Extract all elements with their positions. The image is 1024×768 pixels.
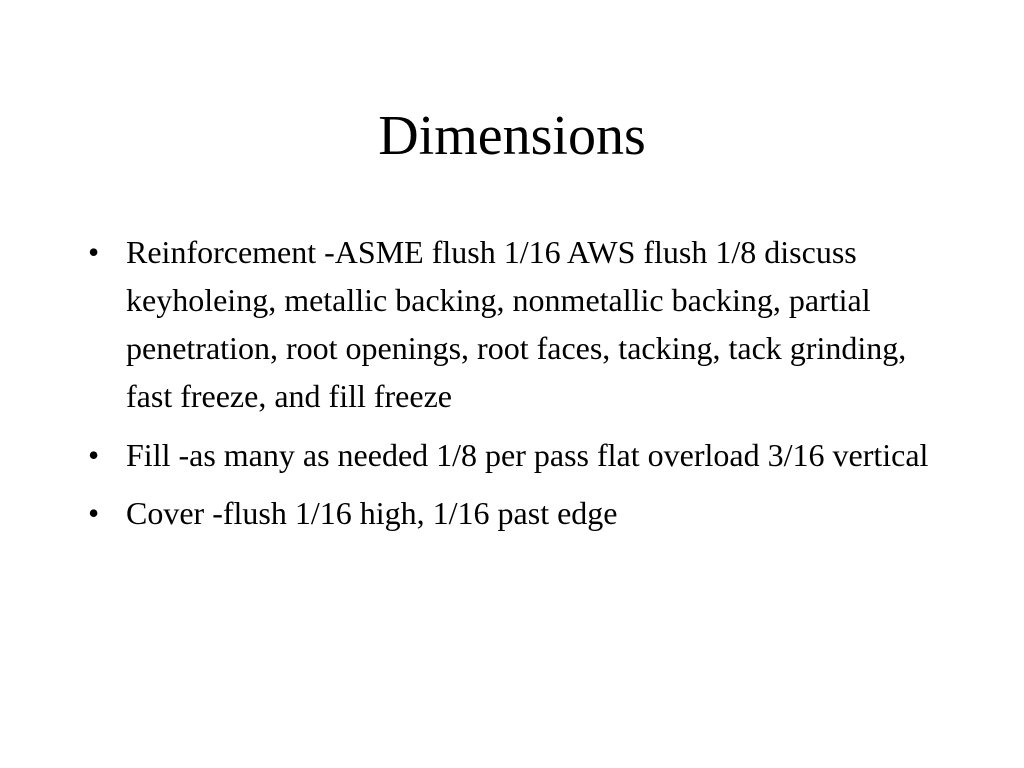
bullet-marker: • bbox=[88, 234, 100, 270]
bullet-text: Cover -flush 1/16 high, 1/16 past edge bbox=[126, 495, 618, 531]
bullet-item-fill: • Fill -as many as needed 1/8 per pass f… bbox=[88, 431, 948, 479]
bullet-item-cover: • Cover -flush 1/16 high, 1/16 past edge bbox=[88, 489, 948, 537]
bullet-list: • Reinforcement -ASME flush 1/16 AWS flu… bbox=[88, 228, 948, 547]
slide-title: Dimensions bbox=[378, 105, 646, 167]
bullet-marker: • bbox=[88, 437, 100, 473]
bullet-text: Reinforcement -ASME flush 1/16 AWS flush… bbox=[126, 234, 907, 414]
bullet-marker: • bbox=[88, 495, 100, 531]
bullet-text: Fill -as many as needed 1/8 per pass fla… bbox=[126, 437, 929, 473]
bullet-item-reinforcement: • Reinforcement -ASME flush 1/16 AWS flu… bbox=[88, 228, 948, 420]
